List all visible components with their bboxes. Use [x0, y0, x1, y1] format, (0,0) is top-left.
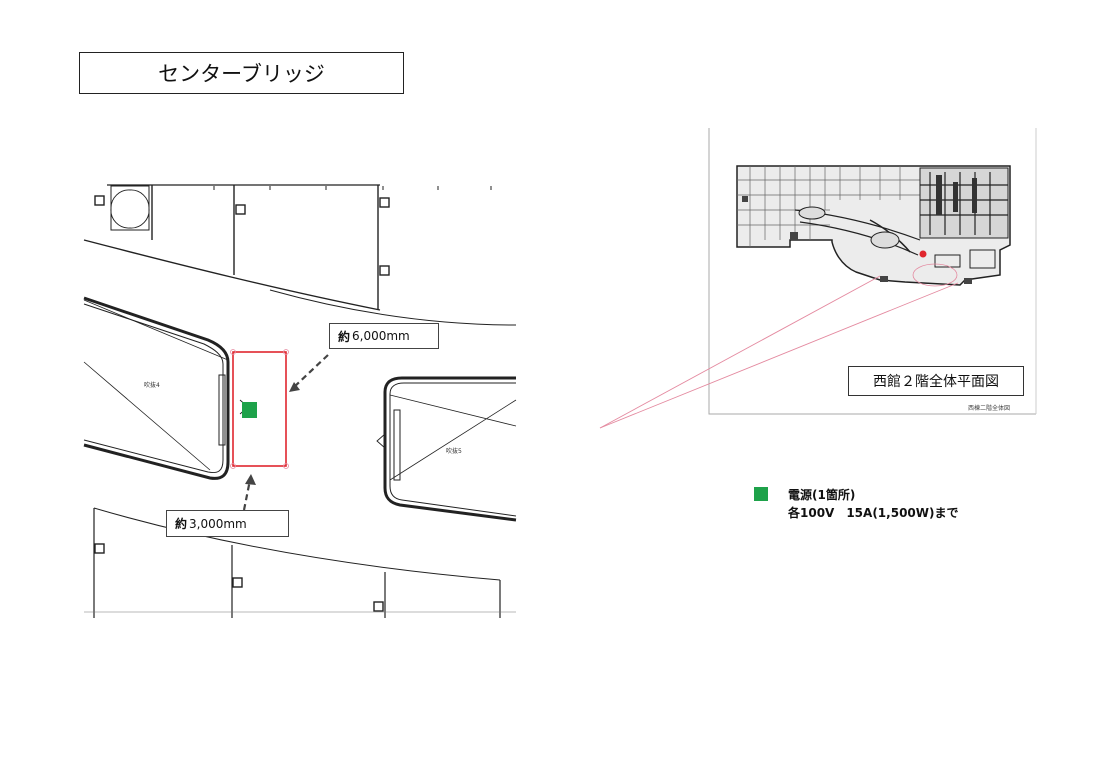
dimension-arrow-width — [289, 354, 329, 392]
dimension-width-prefix: 約 — [338, 329, 351, 344]
overview-small-caption: 西棟二階全体図 — [968, 405, 1011, 412]
legend-swatch — [754, 487, 768, 501]
dimension-height-prefix: 約 — [175, 517, 188, 531]
legend-title: 電源(1箇所) — [788, 488, 856, 502]
dimension-height-value: 3,000mm — [189, 516, 247, 531]
dimension-arrow-height — [242, 474, 256, 511]
legend-detail: 各100V 15A(1,500W)まで — [788, 506, 959, 520]
view-connector-lines — [599, 275, 959, 429]
room-label-right: 吹抜5 — [446, 447, 462, 455]
overview-map-label-text: 西館２階全体平面図 — [873, 374, 999, 390]
detail-plan — [83, 184, 517, 618]
overview-location-marker — [919, 250, 927, 258]
page-title: センターブリッジ — [79, 52, 404, 94]
power-outlet-marker — [242, 402, 257, 418]
room-label-left: 吹抜4 — [144, 381, 160, 389]
dimension-label-height: 約 3,000mm — [166, 510, 289, 537]
overview-map-label: 西館２階全体平面図 — [848, 366, 1024, 396]
dimension-label-width: 約 6,000mm — [329, 323, 439, 349]
dimension-width-value: 6,000mm — [352, 329, 410, 343]
bridge-highlight-area — [232, 351, 287, 467]
overview-plan — [708, 128, 1037, 415]
page-title-text: センターブリッジ — [158, 62, 325, 86]
